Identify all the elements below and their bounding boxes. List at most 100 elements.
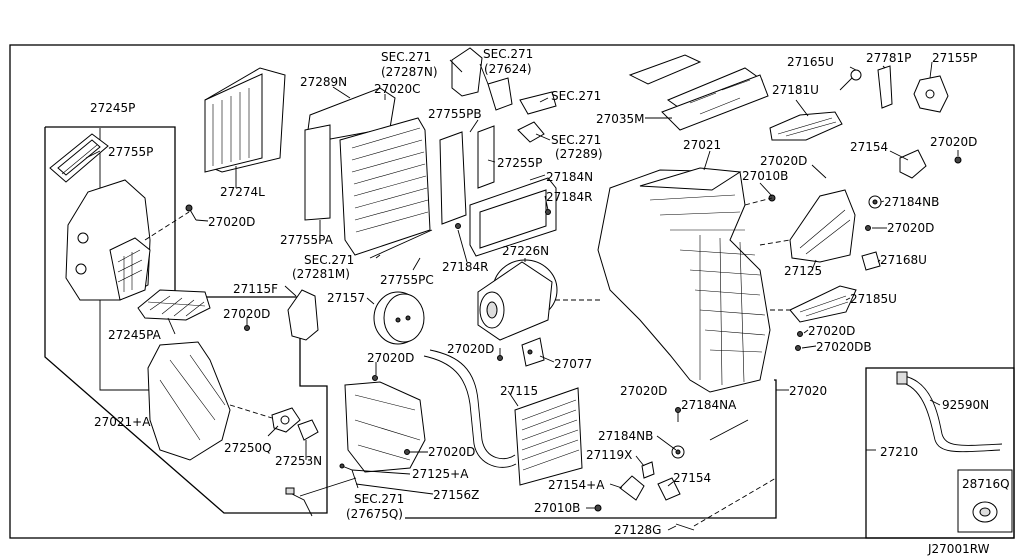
label-27245p: 27245P — [90, 101, 135, 115]
label-27250q: 27250Q — [224, 441, 272, 455]
label-sec271: SEC.271 — [551, 133, 601, 147]
label-27274l: 27274L — [220, 185, 265, 199]
label-27255p: 27255P — [497, 156, 542, 170]
left-group-frame — [44, 126, 328, 514]
label-27184nb: 27184NB — [598, 429, 653, 443]
lever-27154-top — [899, 149, 927, 179]
screw-27020d-right — [954, 156, 962, 164]
heater-unit-27021 — [597, 167, 771, 393]
label-sec271-sub: (27287N) — [381, 65, 438, 79]
label-27289n: 27289N — [300, 75, 347, 89]
actuator-27185u — [789, 285, 857, 323]
duct-27184n — [469, 177, 557, 257]
lever-27154a — [619, 475, 645, 501]
label-sec271-sub: (27675Q) — [346, 507, 403, 521]
label-27755pb: 27755PB — [428, 107, 482, 121]
label-27010b: 27010B — [534, 501, 580, 515]
screw-27184r-a — [545, 209, 551, 215]
dash-bottom — [693, 477, 777, 527]
label-sec271: SEC.271 — [354, 492, 404, 506]
diagram-code: J27001RW — [927, 542, 990, 556]
resistor-27077 — [521, 337, 545, 367]
heater-core-27115 — [514, 387, 583, 486]
case-27125a — [344, 381, 426, 473]
screw-27020d-mid — [244, 325, 250, 331]
screw-27128g — [675, 523, 695, 531]
bracket-27115f — [287, 289, 319, 341]
label-27119x: 27119X — [586, 448, 632, 462]
label-27020c: 27020C — [374, 82, 421, 96]
label-27020db: 27020DB — [816, 340, 872, 354]
label-27010b: 27010B — [742, 169, 788, 183]
label-27184r: 27184R — [442, 260, 489, 274]
label-sec271-sub: (27289) — [555, 147, 603, 161]
label-sec271-sub: (27624) — [484, 62, 532, 76]
label-27021a: 27021+A — [94, 415, 151, 429]
screw-27020d-case — [865, 225, 871, 231]
screw-27020d-lower — [797, 331, 803, 337]
actuator-27250q — [271, 407, 301, 433]
label-27154a: 27154+A — [548, 478, 605, 492]
motor-27168u — [861, 251, 881, 271]
label-27020d: 27020D — [887, 221, 934, 235]
lower-duct-27021a — [147, 341, 231, 461]
label-27181u: 27181U — [772, 83, 819, 97]
rod-27184na — [709, 419, 749, 441]
dash-case — [759, 239, 791, 246]
label-sec271: SEC.271 — [551, 89, 601, 103]
label-27020d: 27020D — [428, 445, 475, 459]
label-27154: 27154 — [850, 140, 888, 154]
label-sec271: SEC.271 — [381, 50, 431, 64]
link-27165u — [839, 69, 862, 91]
label-27165u: 27165U — [787, 55, 834, 69]
label-27125a: 27125+A — [412, 467, 469, 481]
dash-top — [744, 197, 773, 206]
label-27020d: 27020D — [808, 324, 855, 338]
label-27755p: 27755P — [108, 145, 153, 159]
evaporator-27289n — [304, 87, 433, 259]
label-27020d: 27020D — [223, 307, 270, 321]
lever-27253n — [297, 419, 319, 441]
seal-27755pb — [439, 125, 495, 225]
pipe-heater — [423, 349, 517, 468]
label-27020d: 27020D — [760, 154, 807, 168]
label-27020d: 27020D — [930, 135, 977, 149]
label-sec271-sub: (27281M) — [292, 267, 350, 281]
duct-27035m — [628, 54, 769, 131]
screw-27020d-case-b — [404, 449, 410, 455]
hose-92590n — [896, 371, 1003, 453]
label-27020: 27020 — [789, 384, 827, 398]
screw-27020d-bottom — [675, 407, 681, 413]
dash-left-2 — [229, 404, 273, 419]
label-27184n: 27184N — [546, 170, 593, 184]
label-27021: 27021 — [683, 138, 721, 152]
wire-27156z — [339, 463, 359, 489]
motor-27181u — [769, 111, 843, 141]
screw-27184r-b — [455, 223, 461, 229]
dash-left-1 — [144, 211, 190, 241]
screw-27010b-bottom — [594, 504, 602, 512]
fan-27157 — [373, 291, 425, 345]
label-27115f: 27115F — [233, 282, 278, 296]
right-group-frame — [865, 367, 1015, 539]
label-27035m: 27035M — [596, 112, 645, 126]
label-27185u: 27185U — [850, 292, 897, 306]
label-27253n: 27253N — [275, 454, 322, 468]
screw-27020db — [795, 345, 801, 351]
label-27755pc: 27755PC — [380, 273, 434, 287]
label-28716q: 28716Q — [962, 477, 1010, 491]
label-sec271: SEC.271 — [483, 47, 533, 61]
pipe-sec271-27287n — [451, 47, 557, 143]
filter-frame-27755p — [49, 133, 109, 183]
label-27020d: 27020D — [367, 351, 414, 365]
label-27184r: 27184R — [546, 190, 593, 204]
lever-27154-bottom — [657, 477, 681, 501]
blower-motor-27226n — [477, 259, 558, 341]
label-27184na: 27184NA — [681, 398, 737, 412]
center-group-frame — [405, 379, 777, 519]
label-27077: 27077 — [554, 357, 592, 371]
clip-27184nb-bottom — [671, 445, 685, 459]
screw-27020d-left — [185, 204, 197, 221]
label-27210: 27210 — [880, 445, 918, 459]
